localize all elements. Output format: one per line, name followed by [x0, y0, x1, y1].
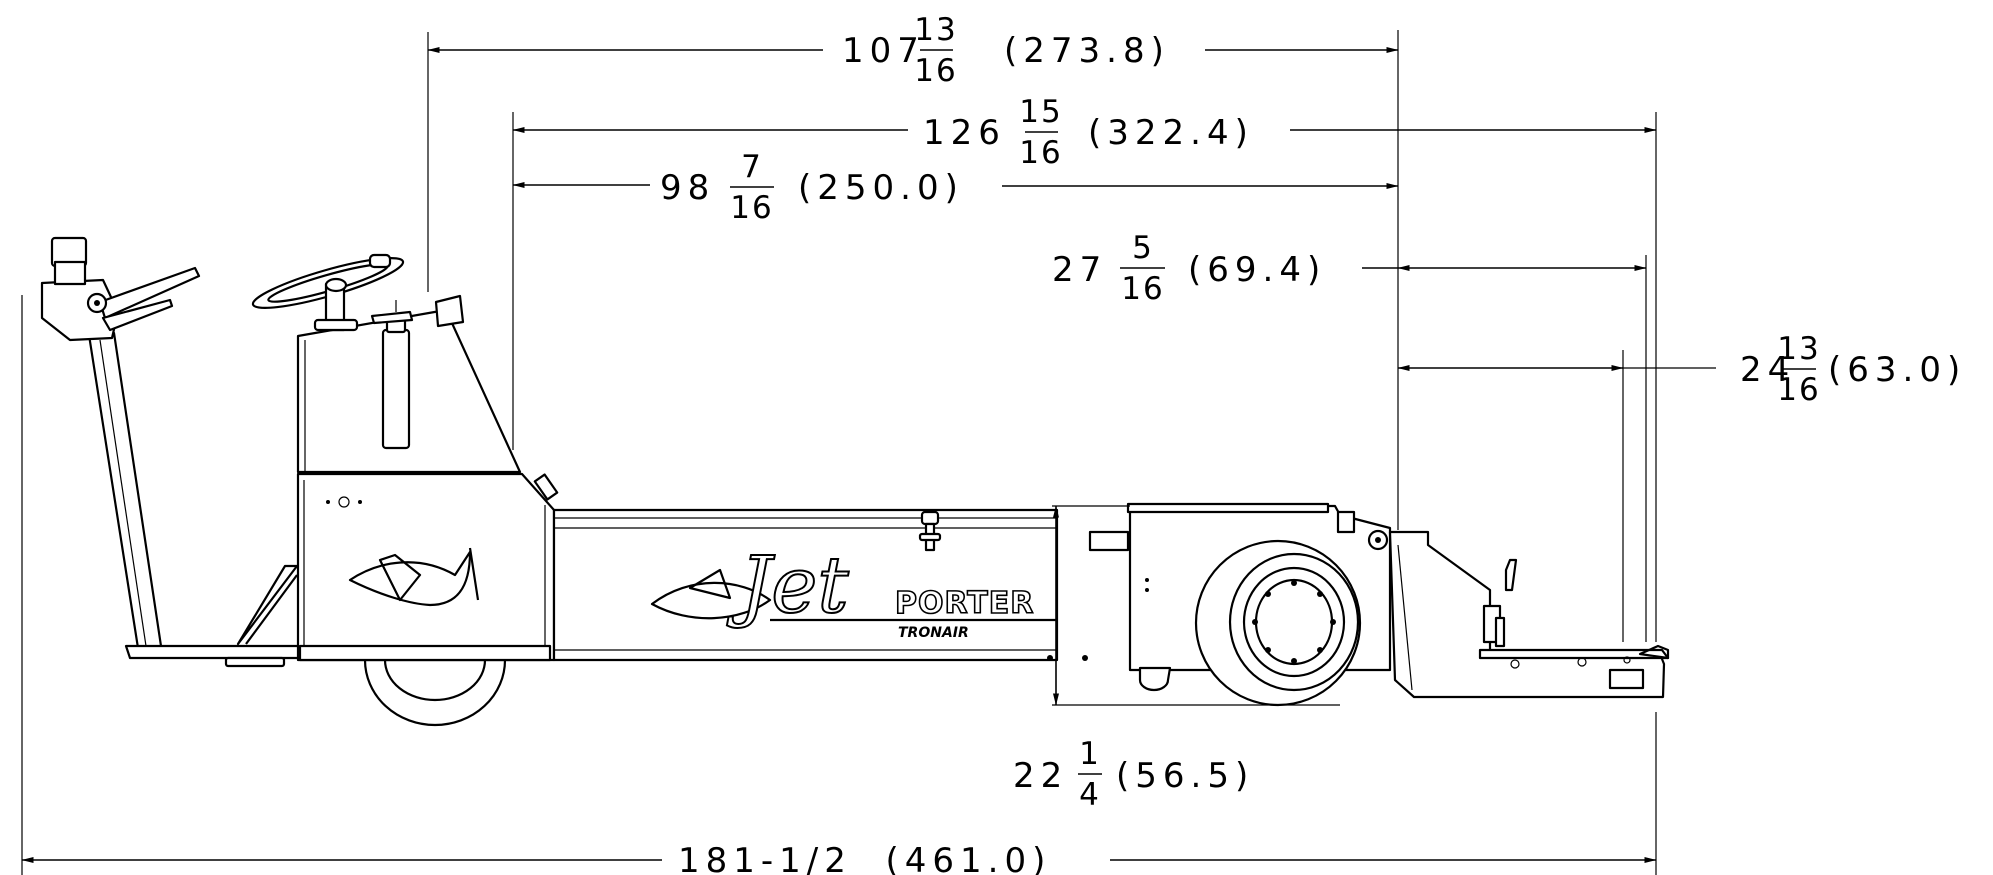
dimension-5: 24 13 16 (63.0): [1397, 331, 1966, 408]
dimension-1: 107 13 16 (273.8): [427, 12, 1399, 89]
logo-jet: Jet: [726, 541, 849, 631]
dim-4-metric: (69.4): [1188, 250, 1326, 290]
dim-3-metric: (250.0): [798, 168, 964, 208]
dim-6-metric: (56.5): [1116, 756, 1254, 796]
tiller-handle: [40, 236, 201, 650]
rear-wheel: [298, 644, 552, 727]
middle-chassis: Jet PORTER TRONAIR: [552, 508, 1088, 662]
dim-5-numerator: 13: [1777, 331, 1820, 367]
dimension-3: 98 7 16 (250.0): [512, 149, 1399, 226]
dim-2-denominator: 16: [1019, 135, 1062, 171]
dim-2-metric: (322.4): [1088, 113, 1254, 153]
operator-deck: [124, 564, 302, 668]
dim-6-whole: 22: [1013, 756, 1068, 796]
dim-5-whole: 24: [1740, 350, 1795, 390]
dim-2-numerator: 15: [1019, 94, 1062, 130]
dim-4-whole: 27: [1052, 250, 1107, 290]
dim-1-denominator: 16: [914, 53, 957, 89]
rear-body: [296, 308, 559, 662]
dim-3-denominator: 16: [730, 190, 773, 226]
lug-nuts: [1252, 580, 1336, 664]
dim-6-denominator: 4: [1079, 777, 1101, 813]
logo-porter: PORTER: [895, 586, 1034, 621]
dim-overall-text: 181-1/2 (461.0): [678, 841, 1051, 875]
dim-3-whole: 98: [660, 168, 715, 208]
steering-wheel: [251, 253, 405, 332]
dim-3-numerator: 7: [741, 149, 763, 185]
nose-tow-bar: [1388, 530, 1670, 699]
dim-1-metric: (273.8): [1004, 31, 1170, 71]
dim-2-whole: 126: [923, 113, 1006, 153]
dim-1-whole: 107: [842, 31, 925, 71]
fire-extinguisher: [370, 294, 465, 450]
vehicle-side-view: Jet PORTER TRONAIR: [40, 236, 1670, 727]
extension-lines: [21, 30, 1716, 875]
front-wheel: [1194, 539, 1362, 707]
dimension-overall-length: 181-1/2 (461.0): [21, 841, 1657, 875]
dimension-6: 22 1 4 (56.5): [1013, 505, 1254, 813]
dimension-4: 27 5 16 (69.4): [1052, 230, 1647, 307]
dim-5-metric: (63.0): [1828, 350, 1966, 390]
dim-4-numerator: 5: [1132, 230, 1154, 266]
dim-4-denominator: 16: [1121, 271, 1164, 307]
logo-tronair: TRONAIR: [898, 625, 969, 641]
dim-1-numerator: 13: [914, 12, 957, 48]
dim-5-denominator: 16: [1777, 372, 1820, 408]
dim-6-numerator: 1: [1079, 736, 1101, 772]
dimension-2: 126 15 16 (322.4): [512, 94, 1657, 171]
